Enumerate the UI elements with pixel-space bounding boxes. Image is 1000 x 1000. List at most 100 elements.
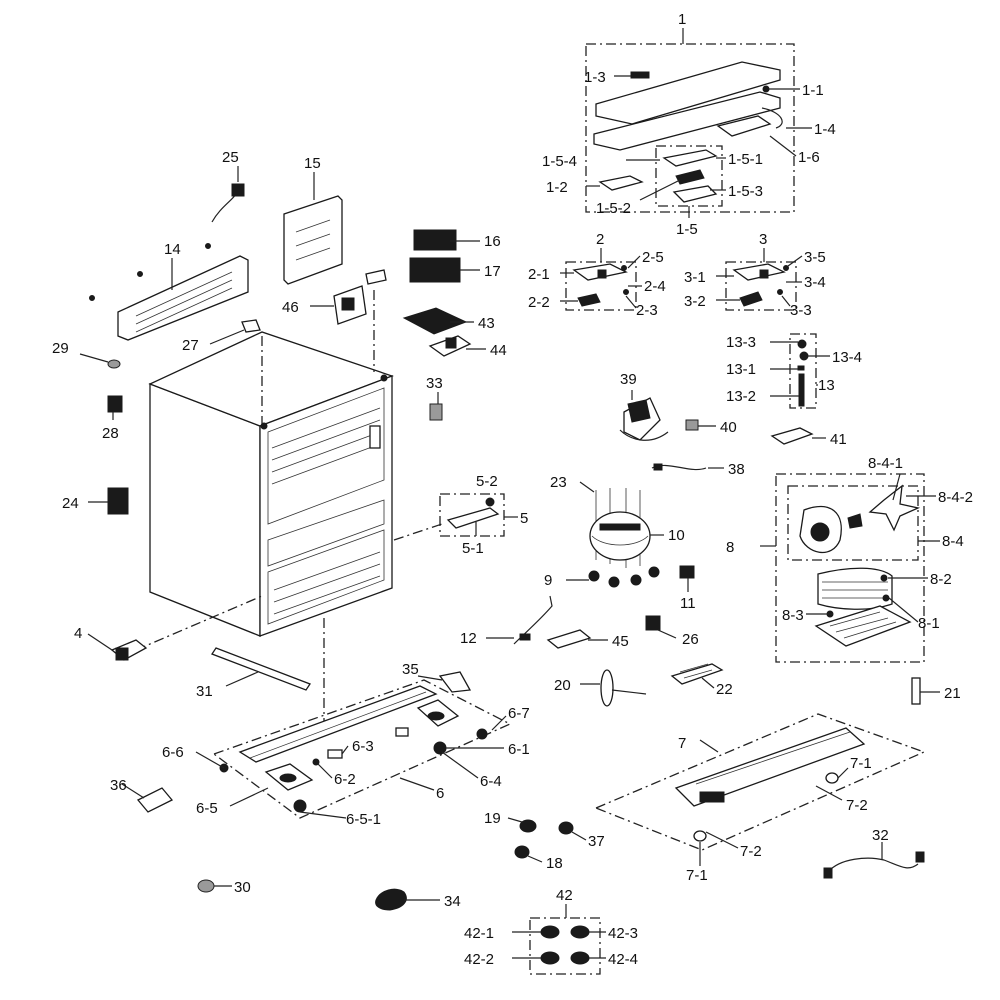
part-24 <box>107 487 129 515</box>
label-41: 41 <box>830 431 847 448</box>
heater-8-3 <box>817 567 893 610</box>
label-31: 31 <box>196 683 213 700</box>
group-6-assembly <box>195 671 512 819</box>
fridge-cabinet <box>148 331 394 637</box>
cover-plate-upper <box>595 61 781 125</box>
screw-1-1 <box>762 85 770 93</box>
part-42-4 <box>570 951 590 965</box>
label-7-2a: 7-2 <box>846 797 868 814</box>
label-34: 34 <box>444 893 461 910</box>
label-38: 38 <box>728 461 745 478</box>
label-16: 16 <box>484 233 501 250</box>
label-5: 5 <box>520 510 528 527</box>
part-1-5-3 <box>672 185 718 203</box>
harness-32 <box>823 842 925 879</box>
cover-plate-lower <box>593 91 781 151</box>
label-42-4: 42-4 <box>608 951 638 968</box>
label-1-5-4: 1-5-4 <box>542 153 577 170</box>
cover-43 <box>402 307 468 335</box>
part-29 <box>107 359 121 369</box>
label-45: 45 <box>612 633 629 650</box>
label-2: 2 <box>596 231 604 248</box>
label-42: 42 <box>556 887 573 904</box>
label-4: 4 <box>74 625 82 642</box>
label-30: 30 <box>234 879 251 896</box>
group-3-assembly <box>716 248 803 311</box>
grommet-9 <box>588 570 600 582</box>
lower-left-parts <box>121 783 232 893</box>
label-13-4: 13-4 <box>832 349 862 366</box>
label-3-4: 3-4 <box>804 274 826 291</box>
part-41 <box>770 427 814 445</box>
fan-blade-8-4-1 <box>868 484 921 532</box>
label-35: 35 <box>402 661 419 678</box>
part-1-5-2 <box>675 169 705 185</box>
part-1-5-1 <box>662 149 718 167</box>
label-42-2: 42-2 <box>464 951 494 968</box>
group-7-assembly <box>594 713 926 866</box>
group-13-assembly <box>770 333 830 409</box>
part-18 <box>514 845 530 859</box>
hinge-27 <box>241 319 261 333</box>
label-6-6: 6-6 <box>162 744 184 761</box>
left-parts <box>79 166 486 691</box>
label-1-6: 1-6 <box>798 149 820 166</box>
label-39: 39 <box>620 371 637 388</box>
part-28 <box>107 395 123 413</box>
label-1-3: 1-3 <box>584 69 606 86</box>
part-2-2 <box>577 293 601 307</box>
label-3-5: 3-5 <box>804 249 826 266</box>
part-5-1 <box>446 507 500 529</box>
group-1-assembly <box>585 28 812 218</box>
label-8-4-1: 8-4-1 <box>868 455 903 472</box>
label-28: 28 <box>102 425 119 442</box>
back-cover-14 <box>117 255 249 341</box>
part-37 <box>558 821 574 835</box>
label-25: 25 <box>222 149 239 166</box>
label-6: 6 <box>436 785 444 802</box>
label-7: 7 <box>678 735 686 752</box>
label-7-1b: 7-1 <box>686 867 708 884</box>
part-3-2 <box>739 291 763 307</box>
label-7-2b: 7-2 <box>740 843 762 860</box>
compressor-area <box>486 390 940 707</box>
label-6-1: 6-1 <box>508 741 530 758</box>
label-1-5-1: 1-5-1 <box>728 151 763 168</box>
part-34 <box>375 888 407 911</box>
label-21: 21 <box>944 685 961 702</box>
part-30 <box>197 879 215 893</box>
lower-center-parts <box>375 817 606 975</box>
label-6-3: 6-3 <box>352 738 374 755</box>
label-27: 27 <box>182 337 199 354</box>
label-1-4: 1-4 <box>814 121 836 138</box>
bracket-3-1 <box>732 263 786 281</box>
label-2-2: 2-2 <box>528 294 550 311</box>
label-29: 29 <box>52 340 69 357</box>
group-8-assembly <box>760 473 940 663</box>
label-9: 9 <box>544 572 552 589</box>
label-15: 15 <box>304 155 321 172</box>
label-1-5: 1-5 <box>676 221 698 238</box>
label-3-2: 3-2 <box>684 293 706 310</box>
label-32: 32 <box>872 827 889 844</box>
label-2-3: 2-3 <box>636 302 658 319</box>
label-42-1: 42-1 <box>464 925 494 942</box>
assembly-guide-lines <box>135 290 443 722</box>
part-labels: 1 1-1 1-2 1-3 1-4 1-5 1-5-1 1-5-2 1-5-3 … <box>52 11 973 968</box>
rail-31 <box>211 647 311 691</box>
label-3-3: 3-3 <box>790 302 812 319</box>
label-5-2: 5-2 <box>476 473 498 490</box>
plate-1-6 <box>716 115 772 137</box>
label-23: 23 <box>550 474 567 491</box>
label-37: 37 <box>588 833 605 850</box>
power-cord-25 <box>231 183 245 197</box>
label-24: 24 <box>62 495 79 512</box>
part-42-2 <box>540 951 560 965</box>
part-42-3 <box>570 925 590 939</box>
label-8-3: 8-3 <box>782 607 804 624</box>
label-7-1a: 7-1 <box>850 755 872 772</box>
label-14: 14 <box>164 241 181 258</box>
base-plate-7 <box>674 727 866 807</box>
label-8-1: 8-1 <box>918 615 940 632</box>
